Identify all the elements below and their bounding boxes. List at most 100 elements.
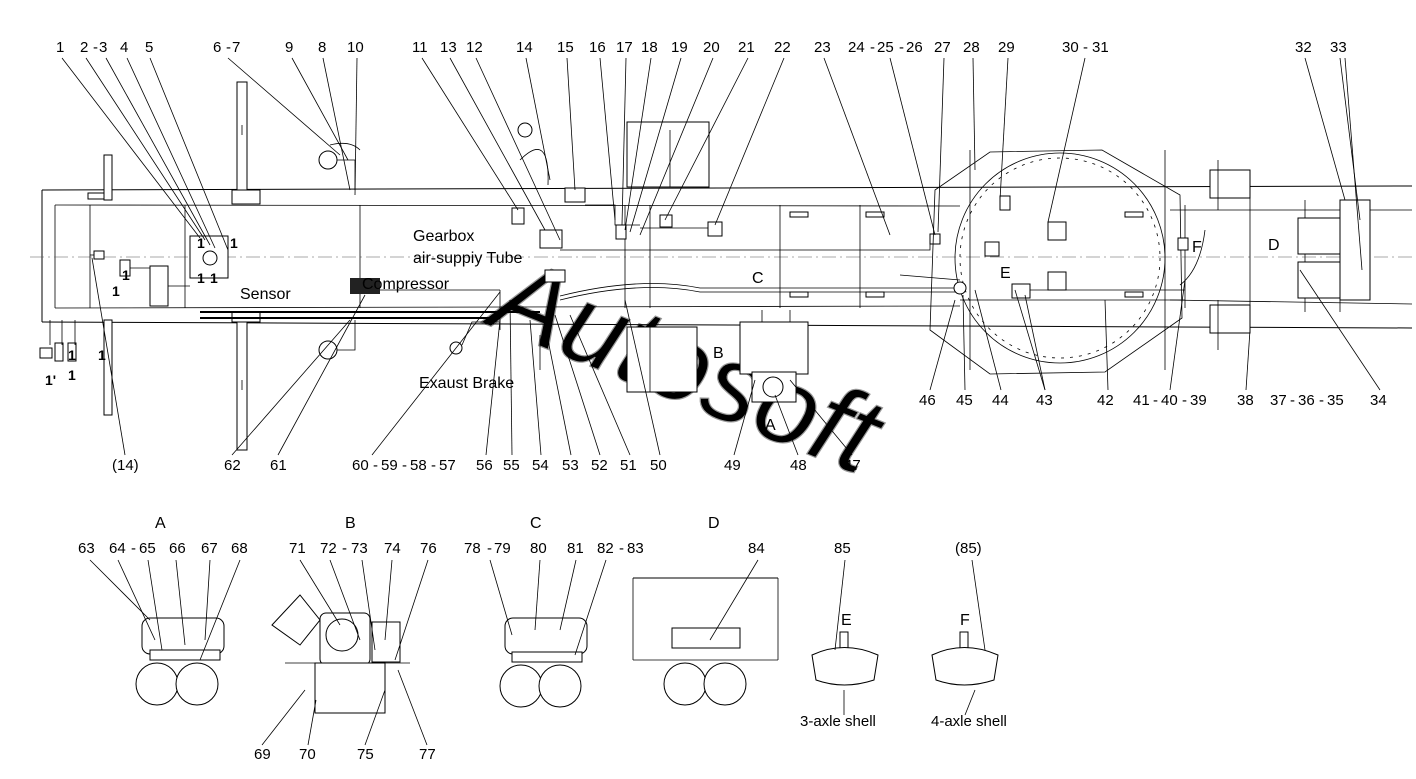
view-marker-c: C: [752, 270, 764, 287]
detail-e-title: 85: [834, 540, 851, 557]
compressor: [200, 278, 540, 330]
callout-58: 58: [410, 457, 427, 474]
callout-4: 4: [120, 39, 128, 56]
callout-34: 34: [1370, 392, 1387, 409]
callout-46: 46: [919, 392, 936, 409]
callout-83: 83: [627, 540, 644, 557]
callout-47: 47: [844, 457, 861, 474]
callout-18: 18: [641, 39, 658, 56]
detail-f-letter: F: [960, 612, 970, 629]
label-sensor: Sensor: [240, 286, 291, 303]
callout-1: 1: [56, 39, 64, 56]
callout-76: 76: [420, 540, 437, 557]
callout-56: 56: [476, 457, 493, 474]
rear-suspension-circle: [929, 149, 1183, 375]
callout-72: 72: [320, 540, 337, 557]
callout-28: 28: [963, 39, 980, 56]
callout-64: 64: [109, 540, 126, 557]
callout-15: 15: [557, 39, 574, 56]
callout-63: 63: [78, 540, 95, 557]
top-leader-lines: [61, 57, 1363, 271]
front-brake-chamber-bottom: [318, 320, 356, 360]
callout-78: 78: [464, 540, 481, 557]
callout-30: 30: [1062, 39, 1079, 56]
svg-text:-: -: [870, 39, 875, 56]
callout-23: 23: [814, 39, 831, 56]
bottom-callouts: (14) 62 61 60 59 58 57 56 55 54 53 52 51…: [112, 392, 1387, 474]
view-marker-e: E: [1000, 265, 1011, 282]
callout-41: 41: [1133, 392, 1150, 409]
callout-26: 26: [906, 39, 923, 56]
callout-44: 44: [992, 392, 1009, 409]
callout-33: 33: [1330, 39, 1347, 56]
callout-48: 48: [790, 457, 807, 474]
callout-75: 75: [357, 746, 374, 763]
callout-36: 36: [1298, 392, 1315, 409]
svg-text:-: -: [487, 540, 492, 557]
front-left-valves: [39, 250, 105, 362]
callout-79: 79: [494, 540, 511, 557]
callout-8: 8: [318, 39, 326, 56]
svg-text:-: -: [619, 540, 624, 557]
callout-25: 25: [877, 39, 894, 56]
svg-text:-: -: [131, 540, 136, 557]
cab-mounts: [626, 121, 710, 393]
view-marker-a: A: [765, 417, 776, 434]
callout-22: 22: [774, 39, 791, 56]
label-gearbox: Gearbox: [413, 228, 474, 245]
callout-29: 29: [998, 39, 1015, 56]
detail-a-title: A: [155, 515, 166, 532]
callout-49: 49: [724, 457, 741, 474]
marker-1: 1: [112, 283, 120, 299]
view-marker-f: F: [1192, 239, 1202, 256]
callout-19: 19: [671, 39, 688, 56]
callout-55: 55: [503, 457, 520, 474]
air-lines: [559, 214, 1185, 301]
callout-66: 66: [169, 540, 186, 557]
callout-71: 71: [289, 540, 306, 557]
callout-35: 35: [1327, 392, 1344, 409]
callout-6: 6: [213, 39, 221, 56]
svg-text:-: -: [1182, 392, 1187, 409]
callout-39: 39: [1190, 392, 1207, 409]
svg-text:-: -: [1290, 392, 1295, 409]
marker-1: 1: [98, 347, 106, 363]
svg-text:-: -: [1153, 392, 1158, 409]
svg-text:-: -: [899, 39, 904, 56]
callout-51: 51: [620, 457, 637, 474]
callout-81: 81: [567, 540, 584, 557]
callout-32: 32: [1295, 39, 1312, 56]
callout-21: 21: [738, 39, 755, 56]
callout-13: 13: [440, 39, 457, 56]
callout-14-ref: (14): [112, 457, 139, 474]
front-brake-chamber-top: [318, 142, 361, 190]
callout-70: 70: [299, 746, 316, 763]
front-axle: [103, 81, 261, 451]
detail-e-caption: 3-axle shell: [800, 713, 876, 730]
callout-54: 54: [532, 457, 549, 474]
callout-10: 10: [347, 39, 364, 56]
callout-61: 61: [270, 457, 287, 474]
marker-1: 1: [68, 367, 76, 383]
callout-24: 24: [848, 39, 865, 56]
chassis-frame: [30, 185, 1413, 329]
detail-e-letter: E: [841, 612, 852, 629]
detail-d: D 84: [632, 515, 779, 706]
detail-f-caption: 4-axle shell: [931, 713, 1007, 730]
svg-text:-: -: [226, 39, 231, 56]
callout-20: 20: [703, 39, 720, 56]
callout-40: 40: [1161, 392, 1178, 409]
callout-9: 9: [285, 39, 293, 56]
callout-84: 84: [748, 540, 765, 557]
svg-text:-: -: [373, 457, 378, 474]
top-callouts: 1 2 3 4 5 6 7 9 8 10 11 13 12 14 15 16 1…: [56, 39, 1347, 56]
view-marker-b: B: [713, 345, 724, 362]
detail-c: C 78 79 80 81 82 83 - -: [464, 515, 644, 708]
callout-74: 74: [384, 540, 401, 557]
callout-7: 7: [232, 39, 240, 56]
callout-80: 80: [530, 540, 547, 557]
callout-67: 67: [201, 540, 218, 557]
marker-1-prime: 1': [45, 372, 56, 388]
label-exhaust-brake: Exaust Brake: [419, 375, 514, 392]
detail-e: 85 E 3-axle shell: [800, 540, 879, 730]
